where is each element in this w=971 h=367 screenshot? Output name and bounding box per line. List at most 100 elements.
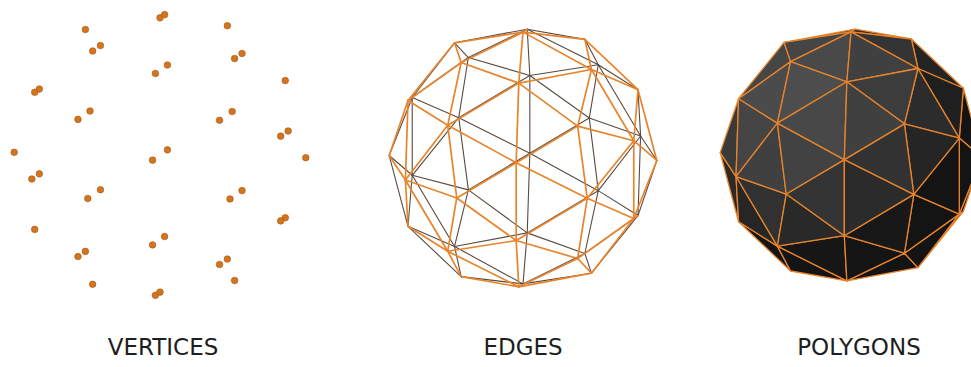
wire-edge <box>459 118 530 154</box>
wire-edge <box>578 258 592 273</box>
vertex-dot <box>216 117 223 124</box>
vertex-dot <box>97 186 104 193</box>
vertex-dot <box>97 42 104 49</box>
wire-edge <box>412 175 468 190</box>
vertex-dot <box>36 171 43 178</box>
wire-edge <box>405 180 456 198</box>
vertex-dot <box>239 50 246 57</box>
wire-edge <box>589 118 640 136</box>
vertex-dot <box>29 176 36 183</box>
wire-edge <box>412 118 459 176</box>
wire-edge <box>455 246 523 283</box>
polygon-sphere <box>720 29 971 281</box>
wire-edge <box>523 32 591 69</box>
wire-edge <box>405 100 408 180</box>
wire-edge <box>448 241 516 252</box>
vertex-dot <box>216 261 223 268</box>
wire-edge <box>389 100 408 155</box>
vertex-dot <box>11 149 18 156</box>
vertex-dot <box>277 133 284 140</box>
wire-edge <box>530 153 598 190</box>
vertex-dot <box>152 70 159 77</box>
wire-edge <box>585 39 592 69</box>
wire-edge <box>516 198 587 240</box>
wire-edge <box>578 126 588 198</box>
wire-edge <box>468 153 529 190</box>
wire-edge <box>448 251 519 287</box>
wire-edge <box>598 65 638 90</box>
wire-edge <box>633 141 635 219</box>
wire-edge <box>578 198 588 258</box>
vertex-sphere <box>11 11 309 298</box>
wire-edge <box>405 180 447 251</box>
wire-edge <box>519 70 592 84</box>
wire-edge <box>389 97 412 155</box>
wire-edge <box>523 32 585 39</box>
wire-edge <box>516 126 577 163</box>
vertex-dot <box>75 253 82 260</box>
wire-edge <box>516 83 519 163</box>
vertex-dot <box>82 26 89 33</box>
wire-edge <box>527 233 585 254</box>
wire-edge <box>587 198 634 218</box>
vertex-dot <box>224 22 231 29</box>
vertex-dot <box>229 108 236 115</box>
wire-edge <box>448 63 461 126</box>
wire-edge <box>408 63 461 101</box>
wire-edge <box>516 163 587 199</box>
wire-edge <box>516 241 519 287</box>
wire-edge <box>591 70 633 141</box>
wire-edge <box>578 219 634 259</box>
wire-edge <box>455 43 462 63</box>
wire-edge <box>448 83 519 125</box>
wire-edge <box>408 226 455 246</box>
vertex-dot <box>285 128 292 135</box>
wire-edge <box>519 258 578 286</box>
vertex-dot <box>231 55 238 62</box>
vertex-dot <box>85 195 92 202</box>
wire-edge <box>457 198 516 241</box>
wire-edge <box>523 233 527 284</box>
wire-edge <box>405 125 447 180</box>
wire-edge <box>459 118 469 190</box>
wire-edge <box>587 141 634 199</box>
vertex-dot <box>31 89 38 96</box>
wire-edge <box>578 70 592 127</box>
panel-label: VERTICES <box>108 336 219 359</box>
wire-edge <box>515 163 517 241</box>
vertex-dot <box>161 11 168 18</box>
wire-edge <box>461 32 523 62</box>
vertex-dot <box>239 187 246 194</box>
panel-label: EDGES <box>483 336 562 359</box>
polygon-face <box>844 82 904 160</box>
wire-edge <box>527 153 530 233</box>
panel-label: POLYGONS <box>797 336 921 359</box>
wire-edge <box>638 90 657 161</box>
wire-edge <box>634 90 638 141</box>
wire-edge <box>634 160 657 218</box>
wire-edge <box>412 97 413 175</box>
wire-edge <box>408 226 461 276</box>
wire-edge <box>408 226 448 251</box>
wire-edge <box>448 198 457 251</box>
vertex-dot <box>149 157 156 164</box>
vertex-dot <box>161 233 168 240</box>
wire-edge <box>405 180 408 226</box>
polygon-face <box>777 82 846 160</box>
vertex-dot <box>149 242 156 249</box>
vertex-dot <box>31 226 38 233</box>
polygon-face <box>959 138 971 214</box>
vertex-dot <box>87 108 94 115</box>
vertex-dot <box>302 154 309 161</box>
wire-edge <box>448 125 516 162</box>
wire-edge <box>408 100 448 125</box>
wire-edge <box>516 241 577 259</box>
wire-edge <box>585 39 638 89</box>
wire-edge <box>529 75 530 153</box>
vertex-dot <box>89 48 96 55</box>
vertex-dot <box>157 289 164 296</box>
vertex-dot <box>89 281 96 288</box>
vertex-dot <box>224 256 231 263</box>
wire-edge <box>461 63 519 84</box>
